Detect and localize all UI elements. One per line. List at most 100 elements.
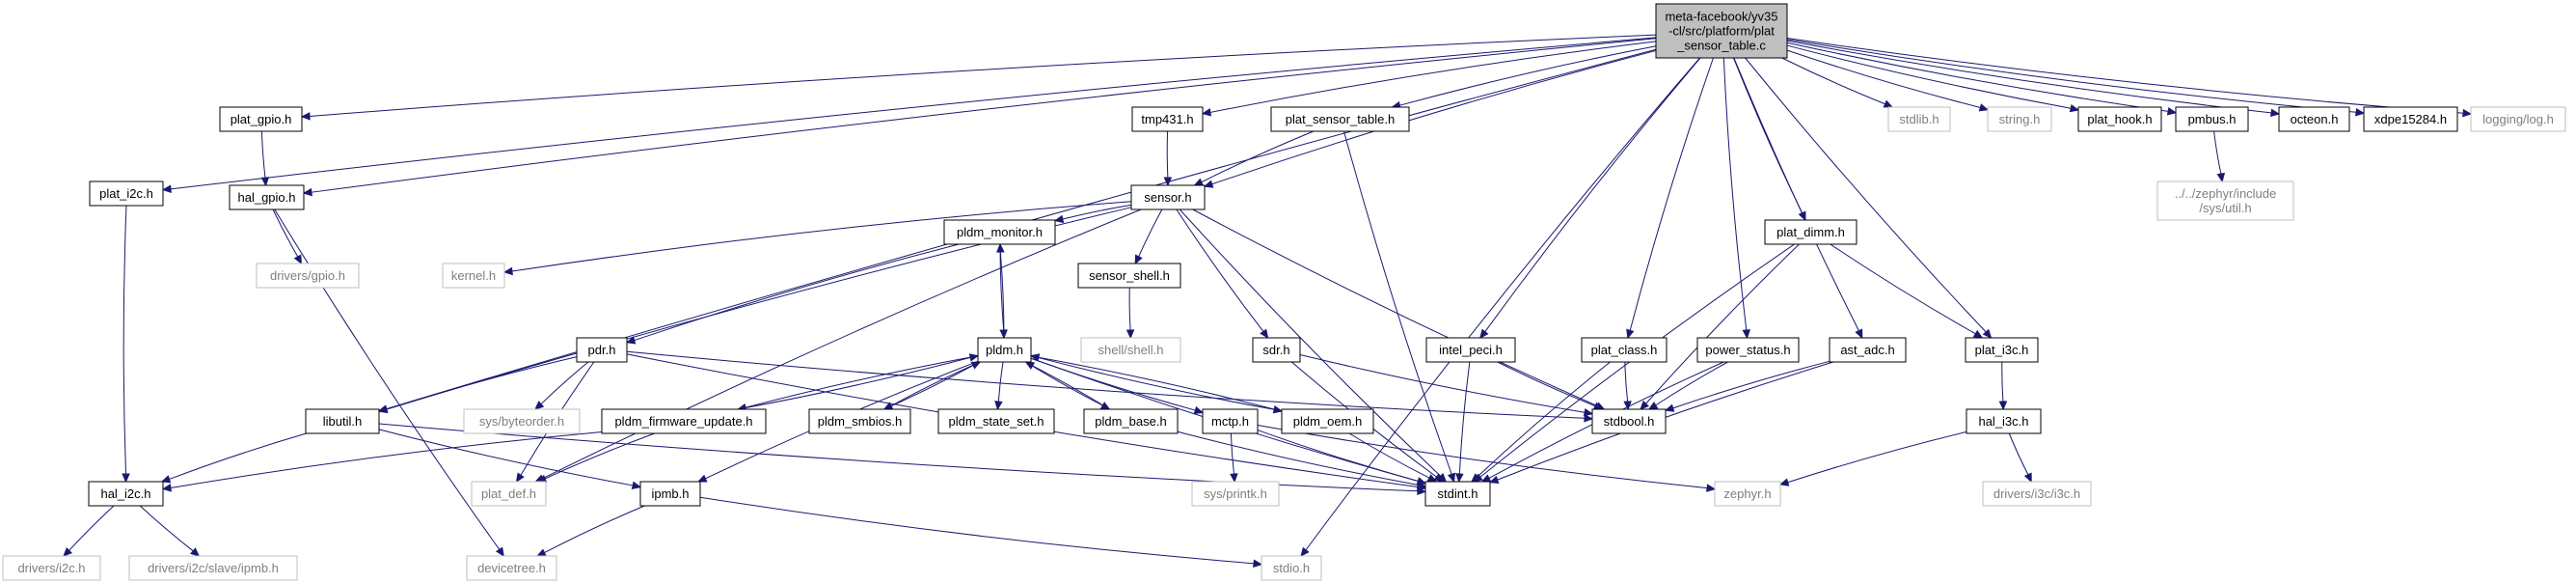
edge-pldm_h-to-pldm_oem_h: [1030, 355, 1275, 410]
arrowhead-plat_i2c_h-to-hal_i2c_h: [122, 473, 130, 484]
node-pldm-base-h[interactable]: pldm_base.h: [1083, 408, 1179, 434]
graph-edges: [63, 34, 2473, 569]
node-plat-gpio-h[interactable]: plat_gpio.h: [219, 106, 303, 132]
node-sensor-h[interactable]: sensor.h: [1130, 184, 1206, 210]
node-stdint-h[interactable]: stdint.h: [1424, 481, 1491, 507]
node-plat-i3c-h[interactable]: plat_i3c.h: [1965, 337, 2039, 363]
node-box: [1966, 408, 2042, 434]
node-octeon-h[interactable]: octeon.h: [2278, 106, 2350, 132]
arrowhead-pldm_h-to-ipmb_h: [696, 474, 708, 483]
edge-root-to-octeon_h: [1786, 40, 2272, 114]
edge-pldm_monitor_h-to-pdr_h: [634, 243, 960, 342]
arrowhead-root-to-octeon_h: [2269, 108, 2281, 118]
node-box: [1083, 408, 1179, 434]
edge-power_status_h-to-stdbool_h: [1655, 361, 1728, 406]
edge-sensor_h-to-stdint_h: [1179, 208, 1442, 477]
graph-nodes: meta-facebook/yv35-cl/src/platform/plat_…: [2, 3, 2566, 581]
node-libutil-h[interactable]: libutil.h: [305, 408, 380, 434]
arrowhead-libutil_h-to-hal_i2c_h: [160, 475, 172, 484]
node-pmbus-h[interactable]: pmbus.h: [2175, 106, 2249, 132]
node-label: plat_sensor_table.h: [1286, 112, 1395, 126]
arrowhead-sdr_h-to-stdbool_h: [1583, 407, 1594, 417]
edge-root-to-power_status_h: [1722, 57, 1748, 331]
arrowhead-hal_i3c_h-to-zephyr_h: [1778, 478, 1790, 486]
node-label: pldm_monitor.h: [957, 225, 1043, 239]
node-box: [466, 555, 557, 581]
node-label: string.h: [1999, 112, 2041, 126]
node-label: libutil.h: [323, 414, 362, 429]
edge-sensor_h-to-stdbool_h: [1192, 208, 1598, 406]
node-sensor-shell-h[interactable]: sensor_shell.h: [1077, 263, 1181, 289]
node-ipmb-h[interactable]: ipmb.h: [639, 481, 701, 507]
arrowhead-power_status_h-to-stdint_h: [1480, 474, 1492, 483]
node-plat-hook-h[interactable]: plat_hook.h: [2077, 106, 2162, 132]
node-label: stdint.h: [1438, 486, 1478, 501]
node-sdr-h[interactable]: sdr.h: [1252, 337, 1301, 363]
node-label: sensor_shell.h: [1089, 268, 1170, 283]
arrowhead-hal_gpio_h-to-drivers_gpio_h: [293, 254, 303, 265]
edge-pldm_h-to-pldm_monitor_h: [999, 251, 1005, 339]
edge-root-to-plat_i3c_h: [1745, 57, 1987, 333]
node-box: [442, 263, 505, 289]
node-box: [1424, 481, 1491, 507]
edge-pmbus_h-to-zephyr_util_h: [2213, 130, 2222, 175]
node-box: [977, 337, 1032, 363]
node-stdbool-h[interactable]: stdbool.h: [1591, 408, 1667, 434]
node-label: pldm_state_set.h: [948, 414, 1044, 429]
node-intel-peci-h[interactable]: intel_peci.h: [1425, 337, 1516, 363]
node-box: [1281, 408, 1374, 434]
node-box: [1696, 337, 1800, 363]
node-power-status-h[interactable]: power_status.h: [1696, 337, 1800, 363]
node-plat-class-h[interactable]: plat_class.h: [1581, 337, 1668, 363]
node-hal-gpio-h[interactable]: hal_gpio.h: [229, 184, 305, 210]
node-xdpe15284-h[interactable]: xdpe15284.h: [2363, 106, 2458, 132]
node-string-h: string.h: [1987, 106, 2052, 132]
node-label: pldm_firmware_update.h: [614, 414, 752, 429]
node-label: drivers/gpio.h: [270, 268, 345, 283]
arrowhead-plat_gpio_h-to-hal_gpio_h: [260, 177, 270, 187]
arrowhead-hal_i2c_h-to-drivers_i2c_h: [63, 546, 73, 557]
arrowhead-root-to-plat_gpio_h: [300, 112, 311, 121]
arrowhead-plat_class_h-to-stdbool_h: [1623, 401, 1632, 411]
arrowhead-root-to-plat_i3c_h: [1982, 328, 1993, 339]
node-hal-i3c-h[interactable]: hal_i3c.h: [1966, 408, 2042, 434]
node-pldm-oem-h[interactable]: pldm_oem.h: [1281, 408, 1374, 434]
node-box: [128, 555, 298, 581]
arrowhead-pldm_oem_h-to-pldm_h: [1029, 353, 1041, 362]
arrowhead-sensor_h-to-kernel_h: [502, 266, 513, 276]
arrowhead-pldm_h-to-mctp_h: [1193, 405, 1205, 414]
node-box: [1425, 337, 1516, 363]
node-ast-adc-h[interactable]: ast_adc.h: [1829, 337, 1907, 363]
arrowhead-tmp431_h-to-sensor_h: [1163, 177, 1173, 187]
node-tmp431-h[interactable]: tmp431.h: [1131, 106, 1204, 132]
node-label: pdr.h: [588, 343, 616, 357]
edge-plat_gpio_h-to-hal_gpio_h: [260, 130, 266, 179]
node-pdr-h[interactable]: pdr.h: [576, 337, 628, 363]
node-drivers-i2c-h: drivers/i2c.h: [2, 555, 101, 581]
node-pldm-monitor-h[interactable]: pldm_monitor.h: [943, 219, 1056, 245]
node-box: [2470, 106, 2566, 132]
node-pldm-h[interactable]: pldm.h: [977, 337, 1032, 363]
edge-plat_class_h-to-stdint_h: [1477, 361, 1611, 478]
node-box: [639, 481, 701, 507]
node-label: plat_gpio.h: [230, 112, 292, 126]
node-mctp-h[interactable]: mctp.h: [1202, 408, 1259, 434]
node-plat-i2c-h[interactable]: plat_i2c.h: [89, 180, 164, 207]
node-sys-byteorder-h: sys/byteorder.h: [463, 408, 581, 434]
node-box: [1655, 3, 1788, 59]
node-zephyr-h: zephyr.h: [1714, 481, 1781, 507]
edge-plat_dimm_h-to-stdbool_h: [1645, 243, 1800, 404]
node-hal-i2c-h[interactable]: hal_i2c.h: [88, 481, 164, 507]
arrowhead-root-to-intel_peci_h: [1479, 328, 1489, 339]
node-plat-sensor-table-h[interactable]: plat_sensor_table.h: [1270, 106, 1410, 132]
edge-root-to-tmp431_h: [1209, 41, 1657, 113]
node-box: [88, 481, 164, 507]
node-pldm-smbios-h[interactable]: pldm_smbios.h: [808, 408, 911, 434]
node-box: [1581, 337, 1668, 363]
node-plat-dimm-h[interactable]: plat_dimm.h: [1764, 219, 1857, 245]
node-box: [943, 219, 1056, 245]
node-pldm-firmware-update-h[interactable]: pldm_firmware_update.h: [601, 408, 767, 434]
node-pldm-state-set-h[interactable]: pldm_state_set.h: [937, 408, 1055, 434]
node-label: hal_gpio.h: [238, 190, 296, 205]
node-label: ../../zephyr/include: [2175, 186, 2277, 201]
